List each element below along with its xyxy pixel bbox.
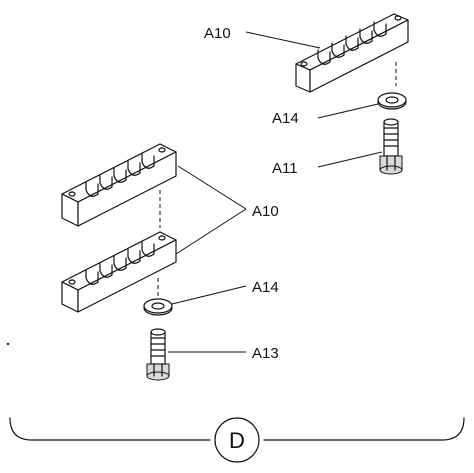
leader-a10-mid-upper — [177, 165, 247, 210]
label-a10-top: A10 — [204, 25, 231, 42]
label-a13: A13 — [252, 345, 279, 362]
clamp-block-top — [295, 13, 409, 93]
leader-a11 — [317, 151, 383, 168]
clamp-block-lower — [61, 231, 177, 313]
label-a10-mid: A10 — [252, 203, 279, 220]
label-a14-top: A14 — [272, 110, 299, 127]
leader-a10-top — [245, 31, 321, 49]
label-a14-low: A14 — [252, 279, 279, 296]
section-letter: D — [229, 428, 245, 453]
screw-a13 — [146, 328, 170, 381]
clamp-block-middle — [61, 143, 177, 227]
leader-a10-mid-lower — [175, 208, 247, 255]
stray-dot — [6, 342, 10, 346]
label-a11: A11 — [272, 160, 298, 177]
washer-lower — [143, 298, 173, 316]
leader-a14-top — [317, 103, 379, 119]
section-bracket — [9, 417, 465, 463]
washer-top — [377, 92, 407, 110]
screw-a11 — [379, 118, 403, 175]
leader-a14-low — [171, 285, 247, 305]
